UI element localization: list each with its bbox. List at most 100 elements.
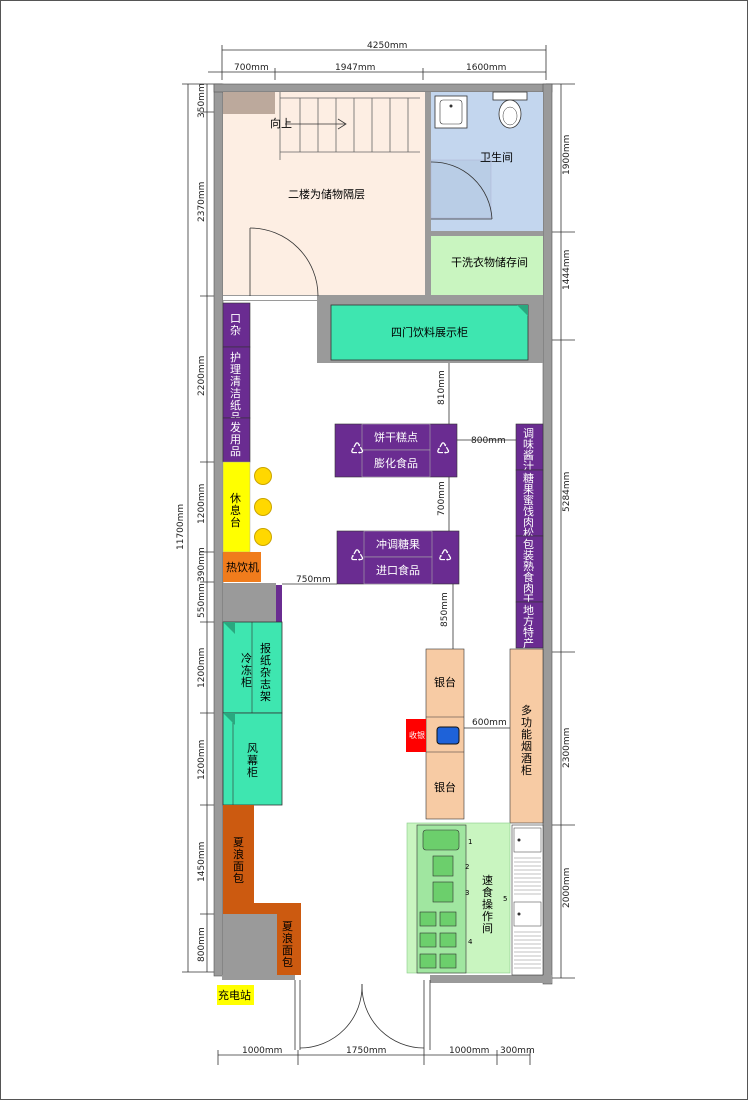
shelf-hair-label: 发用品 — [230, 420, 241, 458]
equip-num-3: 3 — [465, 889, 469, 897]
freezer-label: 冷冻柜 — [241, 652, 252, 689]
wine-cabinet — [509, 648, 544, 824]
dim-left-2: 2370mm — [197, 182, 207, 222]
recycle-icon: ♺ — [438, 546, 452, 565]
dim-left-8: 1200mm — [197, 740, 207, 780]
shelf-care-label: 护理清洁纸品 — [230, 350, 241, 424]
stool-2 — [254, 498, 272, 516]
island-1-bottom-label: 膨化食品 — [374, 456, 418, 470]
dim-left-5: 390mm — [197, 547, 207, 582]
shelf-deli — [515, 535, 544, 603]
hot-drink-machine — [223, 552, 261, 582]
equip-num-4: 4 — [468, 938, 473, 946]
recycle-icon: ♺ — [350, 439, 364, 458]
storage-label: 二楼为储物隔层 — [288, 187, 365, 201]
storage-room — [223, 114, 425, 295]
dim-right-2: 1444mm — [562, 250, 572, 290]
dim-left-3: 2200mm — [197, 356, 207, 396]
dim-top-1: 700mm — [234, 63, 269, 73]
dim-left-6: 550mm — [197, 583, 207, 618]
four-door-cooler-label: 四门饮料展示柜 — [391, 325, 468, 339]
dim-right-1: 1900mm — [562, 135, 572, 175]
island-1: ♺ ♺ — [334, 423, 458, 478]
fast-food-label: 速食操作间 — [482, 874, 493, 935]
dim-inner-f: 600mm — [472, 718, 507, 728]
dim-top-2: 1947mm — [335, 63, 375, 73]
recycle-icon: ♺ — [350, 546, 364, 565]
dim-bottom-1: 1000mm — [242, 1046, 282, 1056]
shelf-hair — [222, 417, 251, 463]
counter-2-label: 银台 — [434, 780, 456, 794]
dim-right-5: 2000mm — [562, 868, 572, 908]
charging-station — [217, 985, 254, 1005]
shelf-candy-label: 糖果蜜饯肉松 — [523, 471, 534, 540]
stairs-up-label: 向上 — [270, 116, 292, 130]
dim-bottom-3: 1000mm — [449, 1046, 489, 1056]
kitchen-sinks — [511, 824, 544, 976]
shelf-deli-label: 包装熟食肉干 — [523, 538, 534, 606]
dim-right-4: 2300mm — [562, 728, 572, 768]
wine-cabinet-label: 多功能烟酒柜 — [521, 703, 532, 777]
shelf-misc-label: 口杂 — [230, 312, 241, 337]
stool-1 — [254, 467, 272, 485]
shelf-misc — [222, 302, 251, 348]
rest-counter — [222, 461, 251, 553]
shelf-local-label: 地方特产 — [523, 604, 534, 650]
pos-label: 收银 — [409, 730, 425, 740]
staircase — [279, 92, 420, 160]
shelf-local — [515, 601, 544, 649]
shelf-care — [222, 346, 251, 419]
pos-terminal — [406, 719, 426, 752]
bread-2-label: 夏浪面包 — [282, 920, 293, 969]
storage-door — [249, 227, 319, 297]
equip-num-5: 5 — [503, 895, 507, 903]
four-door-cooler — [330, 304, 529, 361]
newsstand-label: 报纸杂志架 — [260, 641, 271, 703]
rest-counter-label: 休息台 — [230, 492, 241, 529]
dim-bottom-4: 300mm — [500, 1046, 535, 1056]
fast-food-equipment — [419, 829, 460, 969]
dim-top-3: 1600mm — [466, 63, 506, 73]
dim-inner-a: 810mm — [437, 370, 447, 405]
dim-left-4: 1200mm — [197, 484, 207, 524]
dim-left-total: 11700mm — [176, 504, 186, 550]
entrance-doors — [294, 980, 431, 1050]
island-2-bottom-label: 进口食品 — [376, 563, 420, 577]
bread-shelf — [223, 805, 301, 975]
shelf-candy — [515, 469, 544, 537]
equip-num-2: 2 — [465, 863, 469, 871]
dim-left-7: 1200mm — [197, 648, 207, 688]
island-2: ♺ ♺ — [336, 530, 460, 585]
hot-drink-label: 热饮机 — [226, 560, 259, 574]
bottom-dimensions: 1000mm 1750mm 1000mm 300mm — [217, 1046, 535, 1065]
toilet-icon — [492, 91, 528, 129]
charging-label: 充电站 — [218, 988, 251, 1002]
inner-dimensions — [282, 363, 516, 729]
recycle-icon: ♺ — [436, 439, 450, 458]
shelf-sauce — [515, 423, 544, 471]
dry-cleaning-label: 干洗衣物储存间 — [451, 255, 528, 269]
bread-1-label: 夏浪面包 — [233, 836, 244, 885]
dim-inner-e: 850mm — [440, 592, 450, 627]
freezer — [222, 621, 283, 714]
sink-icon — [434, 95, 468, 129]
dim-inner-b: 800mm — [471, 436, 506, 446]
walls — [213, 83, 553, 985]
island-1-top-label: 饼干糕点 — [374, 430, 418, 444]
dim-left-1: 350mm — [197, 83, 207, 118]
dim-top-total: 4250mm — [367, 41, 407, 51]
dry-cleaning-room — [431, 236, 543, 295]
shelf-sauce-label: 调味酱汁 — [523, 427, 534, 473]
curtain-cabinet-label: 风幕柜 — [247, 742, 258, 779]
dim-inner-c: 700mm — [437, 481, 447, 516]
dim-left-9: 1450mm — [197, 842, 207, 882]
top-dimensions: 4250mm 700mm 1947mm 1600mm — [208, 41, 547, 80]
stool-3 — [254, 528, 272, 546]
dim-inner-d: 750mm — [296, 575, 331, 585]
island-2-top-label: 冲调糖果 — [376, 537, 420, 551]
cashier-chair-icon — [436, 726, 460, 745]
wc-label: 卫生间 — [480, 150, 513, 164]
dim-bottom-2: 1750mm — [346, 1046, 386, 1056]
wc-door — [430, 161, 493, 220]
equip-num-1: 1 — [468, 838, 472, 846]
